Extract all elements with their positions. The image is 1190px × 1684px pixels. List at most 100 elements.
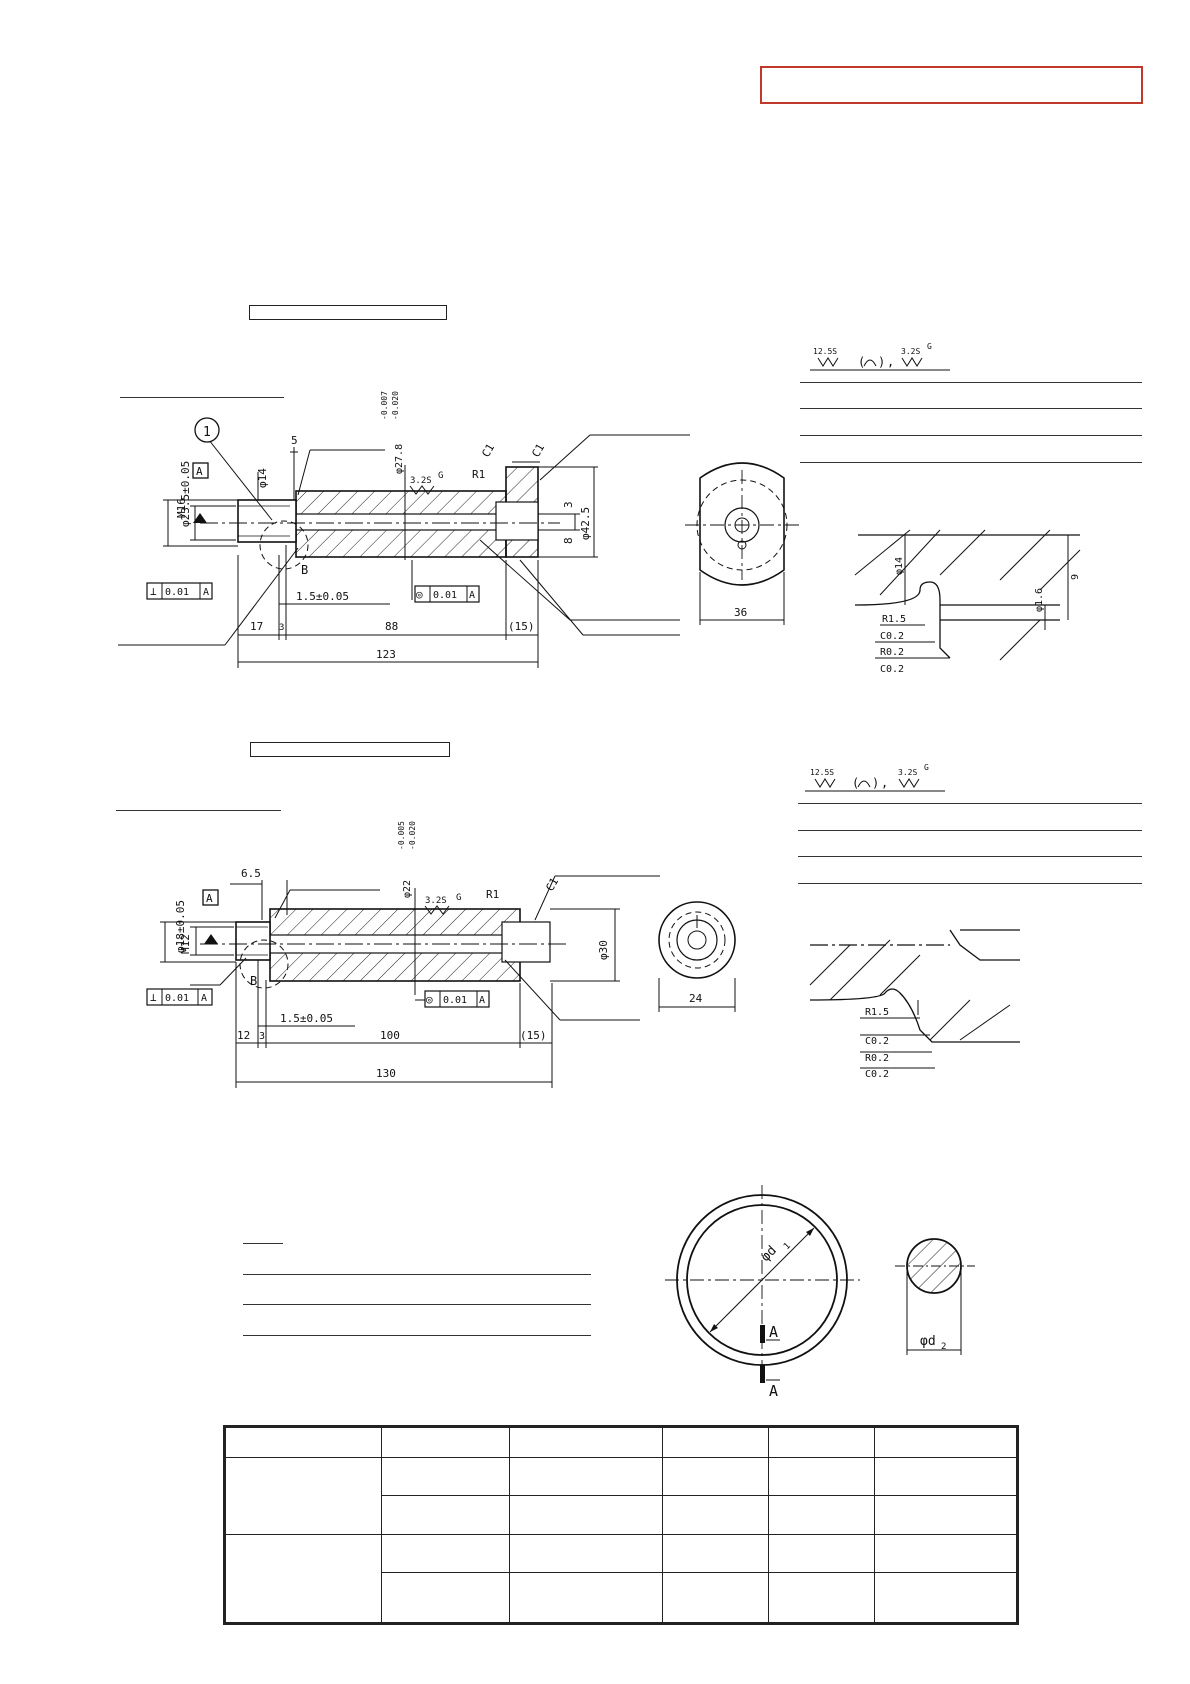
svg-text:A: A [469,590,475,601]
table-cell[interactable] [381,1495,510,1535]
part1-detail-b [854,529,1081,661]
table-cell[interactable] [224,1426,382,1458]
part2-dmain: φ22 [402,880,413,898]
part2-underline [116,810,281,811]
part1-answer-line-2[interactable] [800,408,1142,409]
part1-l3: 3 [279,623,284,633]
table-row [224,1456,1018,1535]
svg-text:G: G [924,763,929,772]
table-cell[interactable] [381,1426,510,1458]
svg-text:◎: ◎ [426,993,433,1006]
part2-detail-b [809,929,1020,1069]
part1-detail-c02: C0.2 [880,631,904,642]
part2-bmark: B [250,974,257,988]
part1-perp-frame: ⊥ 0.01 A [146,582,213,600]
oring-section-a1: A [769,1323,778,1341]
table-cell[interactable] [874,1533,1018,1573]
table-cell[interactable] [874,1456,1018,1497]
table-cell[interactable] [874,1495,1018,1535]
part2-answer-line-3[interactable] [798,856,1142,857]
table-cell[interactable] [381,1456,510,1497]
svg-text:0.01: 0.01 [165,993,189,1004]
part1-d425: φ42.5 [579,507,592,540]
part2-detail-c02b: C0.2 [865,1069,889,1080]
part1-answer-line-3[interactable] [800,435,1142,436]
svg-text:A: A [201,993,207,1004]
table-cell[interactable] [768,1426,875,1458]
table-cell[interactable] [662,1495,769,1535]
part1-r1: R1 [472,468,485,481]
part1-underline [120,397,284,398]
part1-l88: 88 [385,620,398,633]
svg-text:): ) [878,355,885,369]
table-cell[interactable] [509,1571,663,1625]
part2-l3: 3 [259,1031,265,1042]
part2-answer-line-2[interactable] [798,830,1142,831]
oring-answer-line-3[interactable] [243,1335,591,1336]
part2-perp-frame: ⊥ 0.01 A [146,988,213,1006]
part1-rough-inline: 3.2S [410,476,432,486]
part1-detail-r15: R1.5 [882,614,906,625]
oring-d1-sub: 1 [782,1241,793,1252]
svg-text:,: , [887,355,894,369]
table-cell[interactable] [662,1456,769,1497]
table-cell[interactable] [874,1426,1018,1458]
part1-title-blank[interactable] [249,305,447,320]
part1-balloon-text: 1 [203,425,211,440]
oring-short-line[interactable] [243,1243,283,1244]
part2-datum-triangle [204,934,218,944]
table-cell[interactable] [224,1533,382,1625]
oring-cross-section [895,1238,975,1355]
table-cell[interactable] [768,1495,875,1535]
part2-l100: 100 [380,1029,400,1042]
part1-rough-header: 12.5S ( ) , 3.2S G [810,342,950,371]
part2-datum-a: A [206,892,213,905]
table-cell[interactable] [768,1571,875,1625]
part1-l15: (15) [508,620,535,633]
table-cell[interactable] [509,1533,663,1573]
svg-text:): ) [872,776,879,790]
part1-l15b: 1.5±0.05 [296,590,349,603]
part2-rough-g: G [456,893,461,903]
part1-dmain-upper: -0.007 [380,391,389,420]
table-cell[interactable] [768,1456,875,1497]
svg-text:A: A [479,995,485,1006]
table-cell[interactable] [662,1426,769,1458]
table-cell[interactable] [509,1426,663,1458]
part1-answer-line-1[interactable] [800,382,1142,383]
svg-text:0.01: 0.01 [433,590,457,601]
part2-l15b: 1.5±0.05 [280,1012,333,1025]
svg-text:G: G [927,342,932,351]
table-cell[interactable] [224,1457,382,1535]
part1-three: 3 [562,501,575,508]
part2-answer-line-4[interactable] [798,883,1142,884]
answer-box[interactable] [760,66,1143,104]
part1-d235: φ23.5±0.05 [179,461,192,527]
part1-detail-nine: 9 [1070,574,1081,580]
table-cell[interactable] [662,1533,769,1573]
table-cell[interactable] [381,1571,510,1625]
svg-text:12.5S: 12.5S [813,347,837,356]
table-row [224,1533,1018,1625]
part2-title-blank[interactable] [250,742,450,757]
part1-width36: 36 [734,606,747,619]
table-cell[interactable] [381,1533,510,1573]
table-cell[interactable] [874,1571,1018,1625]
table-cell[interactable] [509,1495,663,1535]
svg-text:◎: ◎ [416,588,423,601]
table-cell[interactable] [662,1571,769,1625]
oring-d2-sub: 2 [941,1342,946,1352]
oring-answer-line-2[interactable] [243,1304,591,1305]
table-cell[interactable] [768,1533,875,1573]
svg-text:0.01: 0.01 [165,587,189,598]
part2-answer-line-1[interactable] [798,803,1142,804]
part2-shaft [200,908,570,989]
part1-balloon [194,417,220,443]
svg-text:A: A [203,587,209,598]
table-cell[interactable] [509,1456,663,1497]
oring-answer-line-1[interactable] [243,1274,591,1275]
svg-text:⊥: ⊥ [150,585,157,598]
part1-answer-line-4[interactable] [800,462,1142,463]
svg-text:3.2S: 3.2S [898,768,917,777]
